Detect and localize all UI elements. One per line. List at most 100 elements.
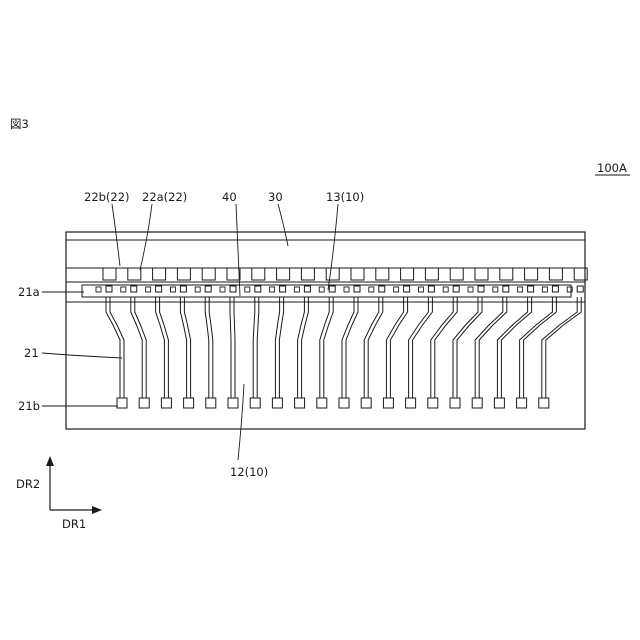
pad-small: [394, 287, 399, 292]
pad-22b: [425, 268, 438, 280]
wire-trace: [413, 297, 433, 398]
wire-trace: [431, 297, 453, 398]
pad-22b: [475, 268, 488, 280]
terminal-21b: [317, 398, 327, 408]
terminal-21b: [406, 398, 416, 408]
pad-small: [121, 287, 126, 292]
terminal-21b: [184, 398, 194, 408]
pad-22b: [500, 268, 513, 280]
wire-trace: [346, 297, 358, 398]
wire-trace: [205, 297, 209, 398]
dr2-arrow-head-icon: [46, 456, 54, 466]
label-dr2: DR2: [16, 477, 40, 491]
pad-22b: [525, 268, 538, 280]
pad-22b: [301, 268, 314, 280]
label-12: 12(10): [230, 465, 268, 479]
pad-22a: [131, 286, 137, 292]
leader-22a: [140, 204, 152, 270]
terminal-21b: [161, 398, 171, 408]
pad-group: [96, 268, 587, 292]
wire-trace: [131, 297, 142, 398]
pad-22b: [376, 268, 389, 280]
pad-22b: [549, 268, 562, 280]
pad-22b: [401, 268, 414, 280]
pad-22b: [177, 268, 190, 280]
pad-small: [443, 287, 448, 292]
wire-trace: [110, 297, 124, 398]
pad-22b: [277, 268, 290, 280]
pad-22a: [379, 286, 385, 292]
label-21b: 21b: [18, 399, 40, 413]
pad-22a: [255, 286, 261, 292]
pad-22a: [205, 286, 211, 292]
pad-22a: [404, 286, 410, 292]
terminal-21b: [361, 398, 371, 408]
label-30: 30: [268, 190, 283, 204]
wire-trace: [298, 297, 305, 398]
terminal-21b: [139, 398, 149, 408]
pad-22a: [453, 286, 459, 292]
terminal-21b: [472, 398, 482, 408]
wire-trace: [409, 297, 429, 398]
leader-22b: [112, 204, 120, 266]
pad-small: [468, 287, 473, 292]
pad-22a: [280, 286, 286, 292]
pad-22a: [528, 286, 534, 292]
pad-22b: [202, 268, 215, 280]
dr1-arrow-head-icon: [92, 506, 102, 514]
wire-trace: [546, 297, 581, 398]
figure-label: 図3: [10, 117, 29, 131]
pad-small: [245, 287, 250, 292]
wire-trace: [230, 297, 231, 398]
wire-trace: [184, 297, 190, 398]
leader-21: [42, 353, 122, 358]
pad-small: [344, 287, 349, 292]
pad-small: [493, 287, 498, 292]
pad-22b: [227, 268, 240, 280]
pad-small: [220, 287, 225, 292]
pad-small: [294, 287, 299, 292]
label-dr1: DR1: [62, 517, 86, 531]
terminal-21b: [117, 398, 127, 408]
wire-trace: [364, 297, 379, 398]
pad-22a: [428, 286, 434, 292]
terminal-21b: [250, 398, 260, 408]
pad-small: [195, 287, 200, 292]
pad-22a: [106, 286, 112, 292]
figure-ref-label: 100A: [597, 161, 627, 175]
pad-22a: [329, 286, 335, 292]
pad-small: [319, 287, 324, 292]
pad-small: [96, 287, 101, 292]
pad-22a: [577, 286, 583, 292]
pad-22a: [304, 286, 310, 292]
label-22a: 22a(22): [142, 190, 187, 204]
pad-22a: [478, 286, 484, 292]
label-13: 13(10): [326, 190, 364, 204]
wire-trace: [234, 297, 235, 398]
pad-22a: [180, 286, 186, 292]
wire-trace: [106, 297, 120, 398]
wire-trace: [180, 297, 186, 398]
terminal-21b: [428, 398, 438, 408]
wire-trace: [542, 297, 577, 398]
terminal-21b: [339, 398, 349, 408]
pad-22b: [128, 268, 141, 280]
pad-22a: [354, 286, 360, 292]
pad-22b: [326, 268, 339, 280]
pad-22b: [252, 268, 265, 280]
pad-small: [542, 287, 547, 292]
trace-group: [106, 297, 581, 398]
pad-22b: [103, 268, 116, 280]
terminal-21b: [539, 398, 549, 408]
wire-trace: [135, 297, 146, 398]
wire-trace: [209, 297, 213, 398]
wire-trace: [435, 297, 457, 398]
terminal-group: [117, 398, 549, 408]
wire-trace: [257, 297, 259, 398]
pad-22a: [503, 286, 509, 292]
pad-22b: [153, 268, 166, 280]
terminal-21b: [228, 398, 238, 408]
pad-22a: [230, 286, 236, 292]
